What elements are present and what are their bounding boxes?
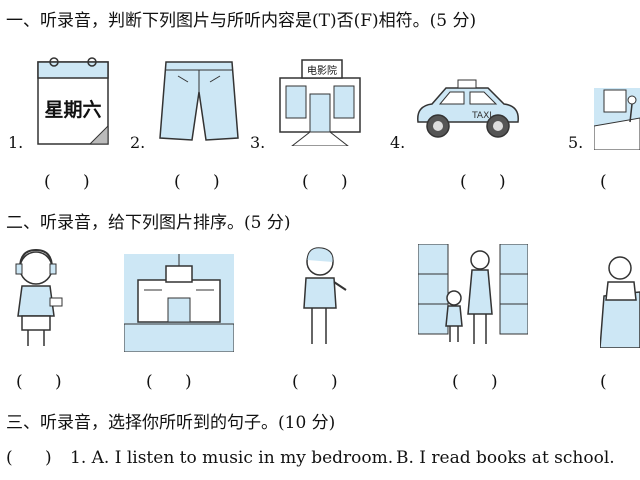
taxi-picture: TAXI: [412, 76, 524, 144]
girl-in-coat-picture: [296, 244, 348, 350]
answer-blank[interactable]: ( ): [292, 372, 338, 392]
street-picture-partial: [594, 68, 640, 150]
mother-daughter-shopping-picture: [418, 244, 528, 354]
question-1-option-b: B. I read books at school.: [396, 448, 615, 468]
answer-blank[interactable]: (: [600, 172, 607, 192]
answer-blank[interactable]: ( ): [6, 448, 52, 468]
section2-heading: 二、听录音，给下列图片排序。(5 分): [6, 213, 291, 233]
girl-on-bed-picture-partial: [600, 252, 640, 348]
taxi-sign-text: TAXI: [471, 111, 492, 121]
answer-blank[interactable]: ( ): [44, 172, 90, 192]
answer-blank[interactable]: ( ): [302, 172, 348, 192]
calendar-day-text: 星期六: [44, 98, 101, 121]
shorts-picture: [158, 56, 240, 144]
answer-blank[interactable]: (: [600, 372, 607, 392]
cinema-picture: 电影院: [272, 54, 368, 146]
answer-blank[interactable]: ( ): [16, 372, 62, 392]
question-1-option-a: 1. A. I listen to music in my bedroom.: [70, 448, 394, 468]
item-number-5: 5.: [568, 133, 584, 152]
item-number-3: 3.: [250, 133, 266, 152]
answer-blank[interactable]: ( ): [452, 372, 498, 392]
answer-blank[interactable]: ( ): [146, 372, 192, 392]
girl-with-headphones-picture: [10, 246, 74, 352]
item-number-1: 1.: [8, 133, 24, 152]
calendar-picture: 星期六: [34, 52, 114, 148]
section3-heading: 三、听录音，选择你所听到的句子。(10 分): [6, 413, 336, 433]
section1-heading: 一、听录音，判断下列图片与所听内容是(T)否(F)相符。(5 分): [6, 11, 477, 31]
item-number-2: 2.: [130, 133, 146, 152]
school-building-picture: [124, 254, 234, 352]
cinema-sign-text: 电影院: [307, 64, 337, 77]
answer-blank[interactable]: ( ): [174, 172, 220, 192]
answer-blank[interactable]: ( ): [460, 172, 506, 192]
item-number-4: 4.: [390, 133, 406, 152]
